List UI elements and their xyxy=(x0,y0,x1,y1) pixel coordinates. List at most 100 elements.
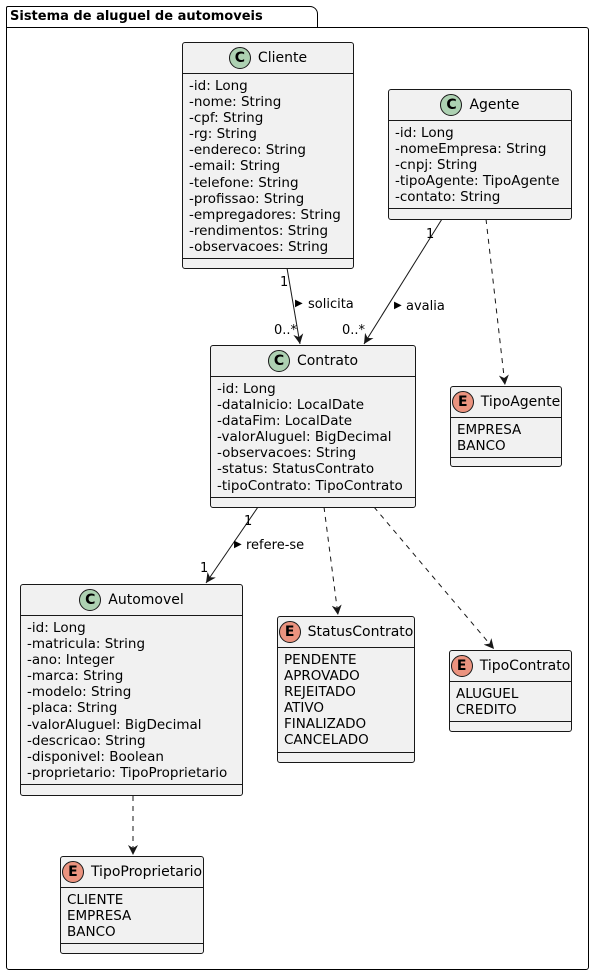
field: -contato: String xyxy=(395,189,501,206)
label-avalia: avalia xyxy=(406,299,445,314)
package-title: Sistema de aluguel de automoveis xyxy=(6,6,318,27)
enum-value: EMPRESA xyxy=(67,908,132,925)
enum-statuscontrato-header: E StatusContrato xyxy=(278,617,414,648)
field: -tipoContrato: TipoContrato xyxy=(217,477,403,494)
class-cliente[interactable]: C Cliente -id: Long -nome: String -cpf: … xyxy=(182,42,354,269)
enum-value: CLIENTE xyxy=(67,892,124,908)
class-agente[interactable]: C Agente -id: Long -nomeEmpresa: String … xyxy=(388,89,572,220)
class-icon: C xyxy=(228,47,251,69)
enum-value: BANCO xyxy=(67,924,116,941)
enum-tipoproprietario-values: CLIENTE EMPRESA BANCO xyxy=(61,888,203,945)
field: -status: StatusContrato xyxy=(217,461,375,478)
enum-icon: E xyxy=(450,655,473,677)
mult-contrato-source: 1 xyxy=(244,514,253,529)
field: -id: Long xyxy=(395,125,454,141)
field: -disponivel: Boolean xyxy=(27,748,164,765)
arrow-refere: ▶ xyxy=(234,539,242,550)
field: -rg: String xyxy=(189,126,257,143)
label-refere: refere-se xyxy=(246,538,305,553)
enum-tipocontrato-name: TipoContrato xyxy=(479,658,571,674)
package-frame xyxy=(6,27,589,970)
edge-contrato-automovel xyxy=(205,506,259,584)
enum-tipoagente[interactable]: E TipoAgente EMPRESA BANCO xyxy=(450,386,562,467)
label-solicita: solicita xyxy=(308,297,354,312)
enum-tipoproprietario-name: TipoProprietario xyxy=(90,864,203,880)
field: -endereco: String xyxy=(189,142,306,159)
class-automovel-fields: -id: Long -matricula: String -ano: Integ… xyxy=(21,616,242,785)
class-contrato[interactable]: C Contrato -id: Long -dataInicio: LocalD… xyxy=(210,345,416,508)
class-agente-fields: -id: Long -nomeEmpresa: String -cnpj: St… xyxy=(389,121,571,210)
field: -placa: String xyxy=(27,700,118,717)
enum-icon: E xyxy=(61,861,84,883)
enum-icon: E xyxy=(278,621,301,643)
class-cliente-fields: -id: Long -nome: String -cpf: String -rg… xyxy=(183,74,353,260)
enum-value: FINALIZADO xyxy=(284,716,367,733)
enum-value: CREDITO xyxy=(456,702,517,719)
class-automovel-header: C Automovel xyxy=(21,585,242,616)
dep-agente-tipoagente xyxy=(485,218,509,386)
field: -tipoAgente: TipoAgente xyxy=(395,173,560,190)
class-agente-name: Agente xyxy=(469,97,520,113)
enum-tipocontrato[interactable]: E TipoContrato ALUGUEL CREDITO xyxy=(449,650,572,732)
field: -observacoes: String xyxy=(217,445,357,462)
field: -cpf: String xyxy=(189,110,264,127)
field: -dataFim: LocalDate xyxy=(217,413,353,430)
enum-tipocontrato-header: E TipoContrato xyxy=(450,651,571,682)
mult-cliente-target: 0..* xyxy=(274,323,298,338)
class-automovel[interactable]: C Automovel -id: Long -matricula: String… xyxy=(20,584,243,796)
enum-statuscontrato-name: StatusContrato xyxy=(307,624,414,640)
field: -matricula: String xyxy=(27,636,146,653)
arrow-avalia: ▶ xyxy=(394,300,402,311)
field: -empregadores: String xyxy=(189,206,341,223)
field: -marca: String xyxy=(27,668,124,685)
enum-tipocontrato-values: ALUGUEL CREDITO xyxy=(450,682,571,723)
mult-agente-source: 1 xyxy=(426,227,435,242)
class-cliente-name: Cliente xyxy=(257,50,308,66)
field: -profissao: String xyxy=(189,190,305,207)
edge-cliente-contrato xyxy=(286,267,304,345)
field: -valorAluguel: BigDecimal xyxy=(217,429,392,446)
field: -telefone: String xyxy=(189,174,299,191)
enum-icon: E xyxy=(451,391,474,413)
enum-value: EMPRESA xyxy=(457,422,522,438)
enum-tipoagente-name: TipoAgente xyxy=(480,394,561,410)
field: -valorAluguel: BigDecimal xyxy=(27,716,202,733)
dep-contrato-statuscontrato xyxy=(323,506,342,616)
field: -nomeEmpresa: String xyxy=(395,141,547,158)
field: -cnpj: String xyxy=(395,157,478,174)
enum-statuscontrato-values: PENDENTE APROVADO REJEITADO ATIVO FINALI… xyxy=(278,648,414,753)
enum-value: ATIVO xyxy=(284,700,325,717)
enum-tipoproprietario[interactable]: E TipoProprietario CLIENTE EMPRESA BANCO xyxy=(60,856,204,954)
field: -id: Long xyxy=(189,78,248,94)
field: -modelo: String xyxy=(27,684,132,701)
enum-value: APROVADO xyxy=(284,668,360,685)
class-icon: C xyxy=(267,350,290,372)
field: -ano: Integer xyxy=(27,652,115,669)
field: -descricao: String xyxy=(27,732,146,749)
field: -dataInicio: LocalDate xyxy=(217,397,365,414)
class-contrato-name: Contrato xyxy=(296,353,359,369)
enum-value: PENDENTE xyxy=(284,652,357,668)
dep-contrato-tipocontrato xyxy=(373,506,495,650)
enum-tipoproprietario-header: E TipoProprietario xyxy=(61,857,203,888)
class-icon: C xyxy=(79,589,102,611)
enum-value: CANCELADO xyxy=(284,732,369,749)
class-contrato-header: C Contrato xyxy=(211,346,415,377)
class-cliente-header: C Cliente xyxy=(183,43,353,74)
enum-tipoagente-values: EMPRESA BANCO xyxy=(451,418,561,459)
enum-tipoagente-header: E TipoAgente xyxy=(451,387,561,418)
enum-value: ALUGUEL xyxy=(456,686,519,702)
field: -email: String xyxy=(189,158,281,175)
mult-automovel-target: 1 xyxy=(200,561,209,576)
field: -proprietario: TipoProprietario xyxy=(27,764,228,781)
enum-statuscontrato[interactable]: E StatusContrato PENDENTE APROVADO REJEI… xyxy=(277,616,415,763)
mult-agente-target: 0..* xyxy=(342,323,366,338)
class-icon: C xyxy=(440,94,463,116)
edge-agente-contrato xyxy=(363,218,443,345)
class-automovel-name: Automovel xyxy=(108,592,184,608)
field: -nome: String xyxy=(189,94,282,111)
field: -id: Long xyxy=(27,620,86,636)
class-agente-header: C Agente xyxy=(389,90,571,121)
enum-value: BANCO xyxy=(457,438,506,455)
